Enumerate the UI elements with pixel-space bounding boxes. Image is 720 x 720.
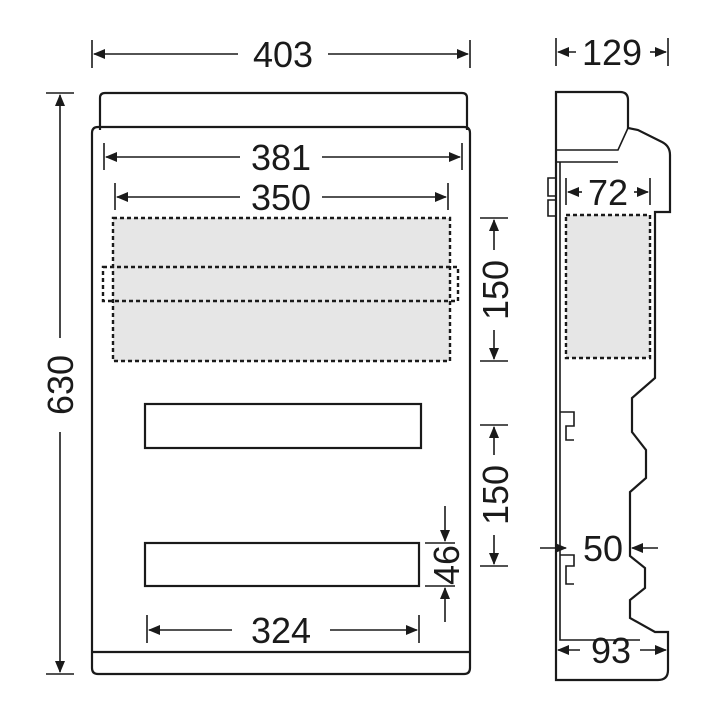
dim-module-width-label: 350 <box>251 177 311 218</box>
dim-cutout-width-label: 324 <box>251 610 311 651</box>
dim-rail-offset-label: 50 <box>583 528 623 569</box>
side-inner-wall <box>556 127 640 641</box>
dim-row-pitch-top: 150 <box>475 217 516 362</box>
front-view: 403 381 350 630 <box>40 34 516 676</box>
dim-height-label: 630 <box>40 355 81 415</box>
dim-width-label: 403 <box>253 34 313 75</box>
side-view: 129 72 50 93 <box>540 32 672 682</box>
dim-module-depth: 72 <box>565 172 651 213</box>
dim-row-pitch-top-label: 150 <box>475 260 516 320</box>
side-profile <box>554 90 672 682</box>
dim-row-pitch-bottom-label: 150 <box>475 465 516 525</box>
dim-depth-label: 129 <box>582 32 642 73</box>
dim-cutout-height-label: 46 <box>426 545 467 585</box>
dim-cutout-width: 324 <box>146 610 420 651</box>
dim-cutout-height: 46 <box>425 506 467 622</box>
cutout-upper <box>143 402 423 450</box>
side-rail-clip-lower <box>560 554 575 585</box>
dim-height: 630 <box>40 92 81 675</box>
dim-width: 403 <box>91 34 471 75</box>
dim-base-depth-label: 93 <box>591 630 631 671</box>
cutout-lower <box>143 541 421 588</box>
dim-inner-width: 381 <box>103 137 463 178</box>
dim-depth: 129 <box>555 32 669 73</box>
enclosure-body <box>90 125 472 676</box>
side-rail-clip-upper <box>560 411 575 441</box>
dim-inner-width-label: 381 <box>251 137 311 178</box>
dim-row-pitch-bottom: 150 <box>475 424 516 567</box>
dim-module-width: 350 <box>114 177 449 218</box>
dim-rail-offset: 50 <box>540 528 658 569</box>
din-rail <box>101 265 460 303</box>
dim-base-depth: 93 <box>557 630 667 671</box>
dim-module-depth-label: 72 <box>588 172 628 213</box>
side-module-area <box>564 213 652 360</box>
side-notch-top <box>547 177 556 217</box>
module-area <box>111 216 452 363</box>
enclosure-top-cap <box>98 91 469 130</box>
